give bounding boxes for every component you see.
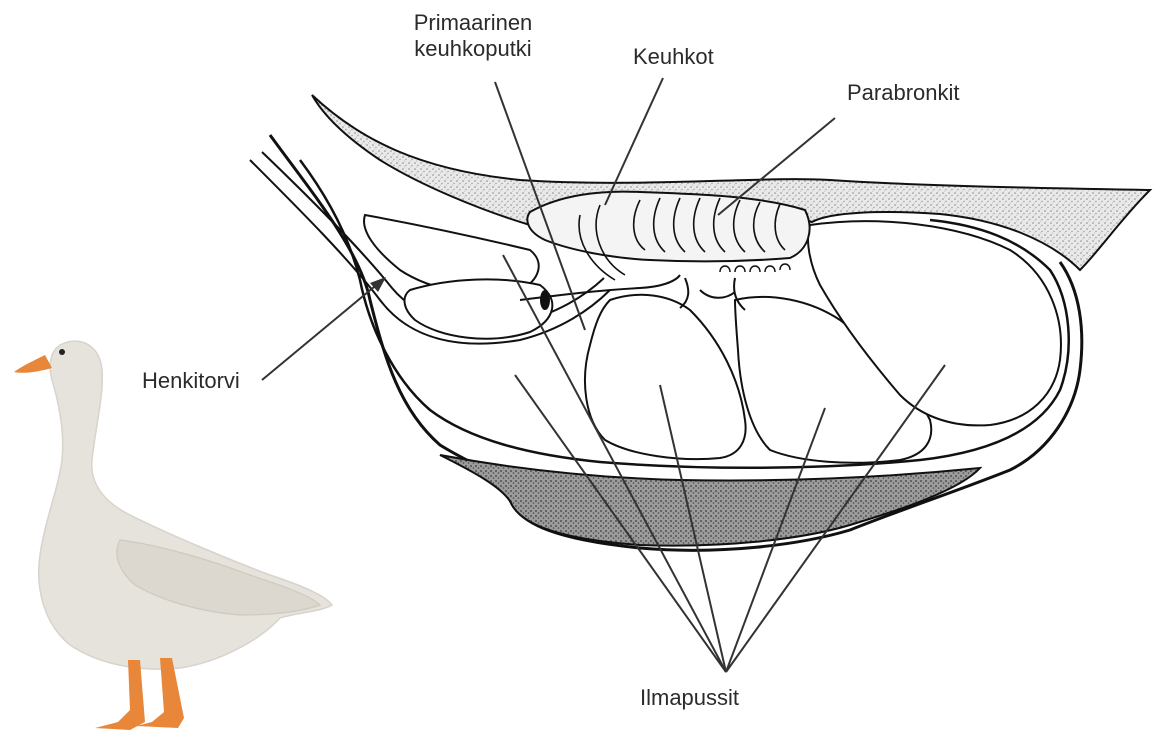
label-air-sacs: Ilmapussit bbox=[640, 685, 739, 711]
label-trachea: Henkitorvi bbox=[142, 368, 240, 394]
label-parabronchi: Parabronkit bbox=[847, 80, 960, 106]
goose-leg-left bbox=[95, 660, 145, 730]
label-primary-bronchus-line1: Primaarinen bbox=[383, 10, 563, 36]
goose-illustration bbox=[14, 341, 332, 730]
syrinx-marker bbox=[540, 290, 550, 310]
lung bbox=[527, 192, 809, 262]
air-sac-clavicular bbox=[405, 279, 553, 338]
goose-eye bbox=[59, 349, 65, 355]
label-primary-bronchus-line2: keuhkoputki bbox=[383, 36, 563, 62]
goose-beak bbox=[14, 355, 52, 373]
air-sac-anterior-thoracic bbox=[585, 295, 746, 459]
label-primary-bronchus: Primaarinen keuhkoputki bbox=[383, 10, 563, 62]
ventral-parabronchi bbox=[720, 264, 790, 272]
leader-trachea bbox=[262, 282, 380, 380]
label-lungs: Keuhkot bbox=[633, 44, 714, 70]
